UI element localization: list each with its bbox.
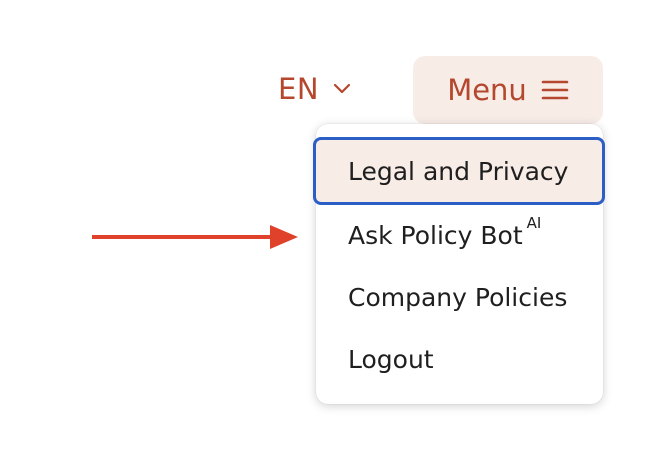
menu-item-label: Company Policies bbox=[348, 282, 568, 312]
menu-item-label: Legal and Privacy bbox=[348, 156, 569, 186]
menu-button[interactable]: Menu bbox=[413, 56, 603, 124]
menu-dropdown: Legal and Privacy Ask Policy Bot AI Comp… bbox=[313, 124, 605, 404]
menu-button-label: Menu bbox=[447, 73, 527, 107]
menu-item-legal-and-privacy[interactable]: Legal and Privacy bbox=[313, 137, 605, 205]
hamburger-icon bbox=[541, 79, 569, 101]
menu-item-label: Logout bbox=[348, 344, 434, 374]
language-label: EN bbox=[278, 72, 320, 106]
ai-badge: AI bbox=[526, 214, 542, 232]
menu-item-company-policies[interactable]: Company Policies bbox=[316, 266, 603, 328]
chevron-down-icon bbox=[333, 83, 351, 95]
language-selector[interactable]: EN bbox=[278, 68, 351, 110]
annotation-arrow-icon bbox=[92, 223, 302, 251]
menu-item-ask-policy-bot[interactable]: Ask Policy Bot AI bbox=[316, 204, 603, 266]
menu-item-logout[interactable]: Logout bbox=[316, 328, 603, 390]
menu-item-label: Ask Policy Bot bbox=[348, 220, 523, 250]
